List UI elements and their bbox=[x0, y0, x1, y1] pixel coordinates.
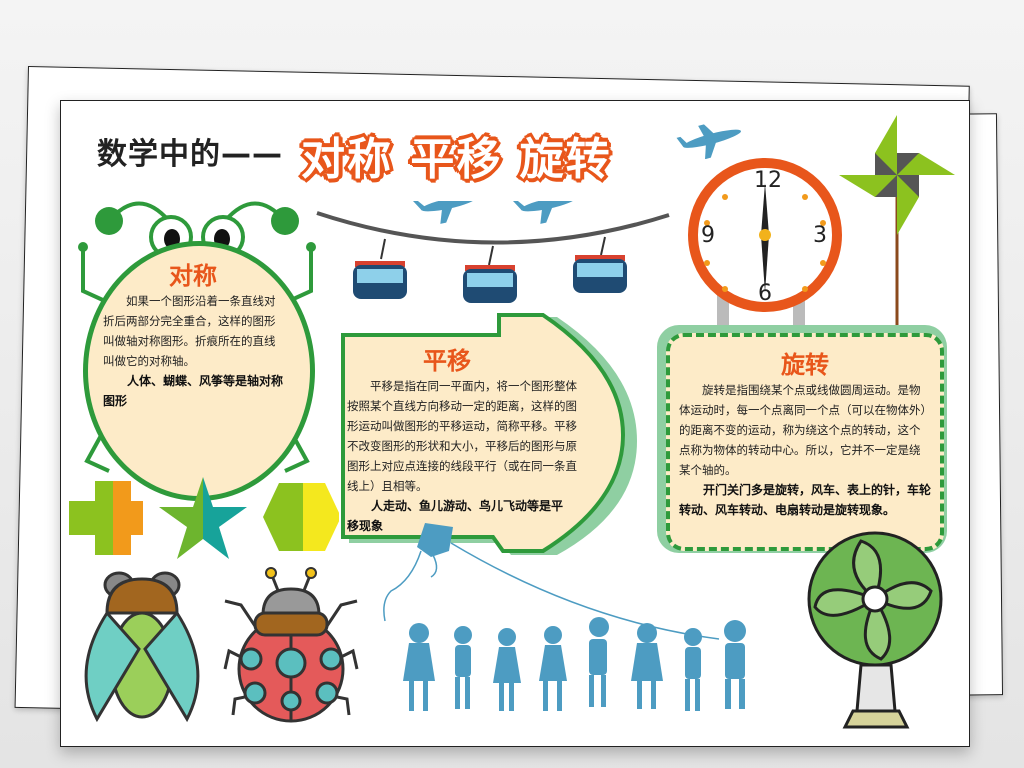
page-title: 对称 平移 旋转 bbox=[301, 134, 612, 185]
arrow-panel-shape bbox=[341, 313, 637, 555]
rotation-panel bbox=[666, 333, 944, 551]
pinwheel-icon bbox=[839, 115, 955, 327]
symmetric-shapes bbox=[69, 477, 339, 559]
translation-content: 平移 平移是指在同一平面内，将一个图形整体按照某个直线方向移动一定的距离，这样的… bbox=[347, 341, 597, 536]
electric-fan-icon bbox=[807, 531, 943, 729]
title-prefix: 数学中的—— bbox=[97, 137, 283, 172]
symmetry-examples: 人体、蝴蝶、风筝等是轴对称图形 bbox=[103, 374, 284, 408]
rotation-content: 旋转 旋转是指围绕某个点或线做圆周运动。是物体运动时，每一个点离同一个点（可以在… bbox=[679, 345, 931, 520]
poster-sheet: 数学中的—— 对称 平移 旋转 bbox=[60, 100, 970, 747]
cable-car-illustration bbox=[316, 201, 670, 303]
ladybug-icon bbox=[223, 567, 359, 723]
clock-numeral-6: 6 bbox=[758, 281, 772, 306]
cicada-icon bbox=[84, 571, 200, 723]
clock-numeral-12: 12 bbox=[754, 168, 782, 193]
kite-icon bbox=[417, 523, 453, 557]
running-children-icon bbox=[403, 617, 746, 711]
kite-and-children-illustration bbox=[383, 523, 746, 711]
rotation-heading: 旋转 bbox=[781, 351, 829, 379]
star-shape-icon bbox=[159, 477, 247, 559]
rotation-examples: 开门关门多是旋转，风车、表上的针，车轮转动、风车转动、电扇转动是旋转现象。 bbox=[679, 483, 932, 517]
translation-body: 平移是指在同一平面内，将一个图形整体按照某个直线方向移动一定的距离，这样的图形运… bbox=[347, 379, 577, 493]
airplane-icon bbox=[676, 124, 741, 159]
plus-shape-icon bbox=[69, 481, 143, 555]
clock-numeral-3: 3 bbox=[813, 223, 827, 248]
clock-illustration bbox=[688, 158, 842, 333]
symmetry-heading: 对称 bbox=[169, 262, 217, 290]
translation-examples: 人走动、鱼儿游动、鸟儿飞动等是平移现象 bbox=[347, 499, 564, 533]
cable-car-icon bbox=[353, 236, 627, 303]
symmetry-content: 对称 如果一个图形沿着一条直线对折后两部分完全重合，这样的图形叫做轴对称图形。折… bbox=[93, 256, 293, 411]
rotation-body: 旋转是指围绕某个点或线做圆周运动。是物体运动时，每一个点离同一个点（可以在物体外… bbox=[679, 383, 927, 477]
symmetry-body: 如果一个图形沿着一条直线对折后两部分完全重合，这样的图形叫做轴对称图形。折痕所在… bbox=[103, 294, 276, 368]
hexagon-shape-icon bbox=[263, 483, 339, 551]
clock-numeral-9: 9 bbox=[701, 223, 715, 248]
translation-heading: 平移 bbox=[423, 347, 471, 375]
airplane-icon bbox=[413, 201, 576, 224]
